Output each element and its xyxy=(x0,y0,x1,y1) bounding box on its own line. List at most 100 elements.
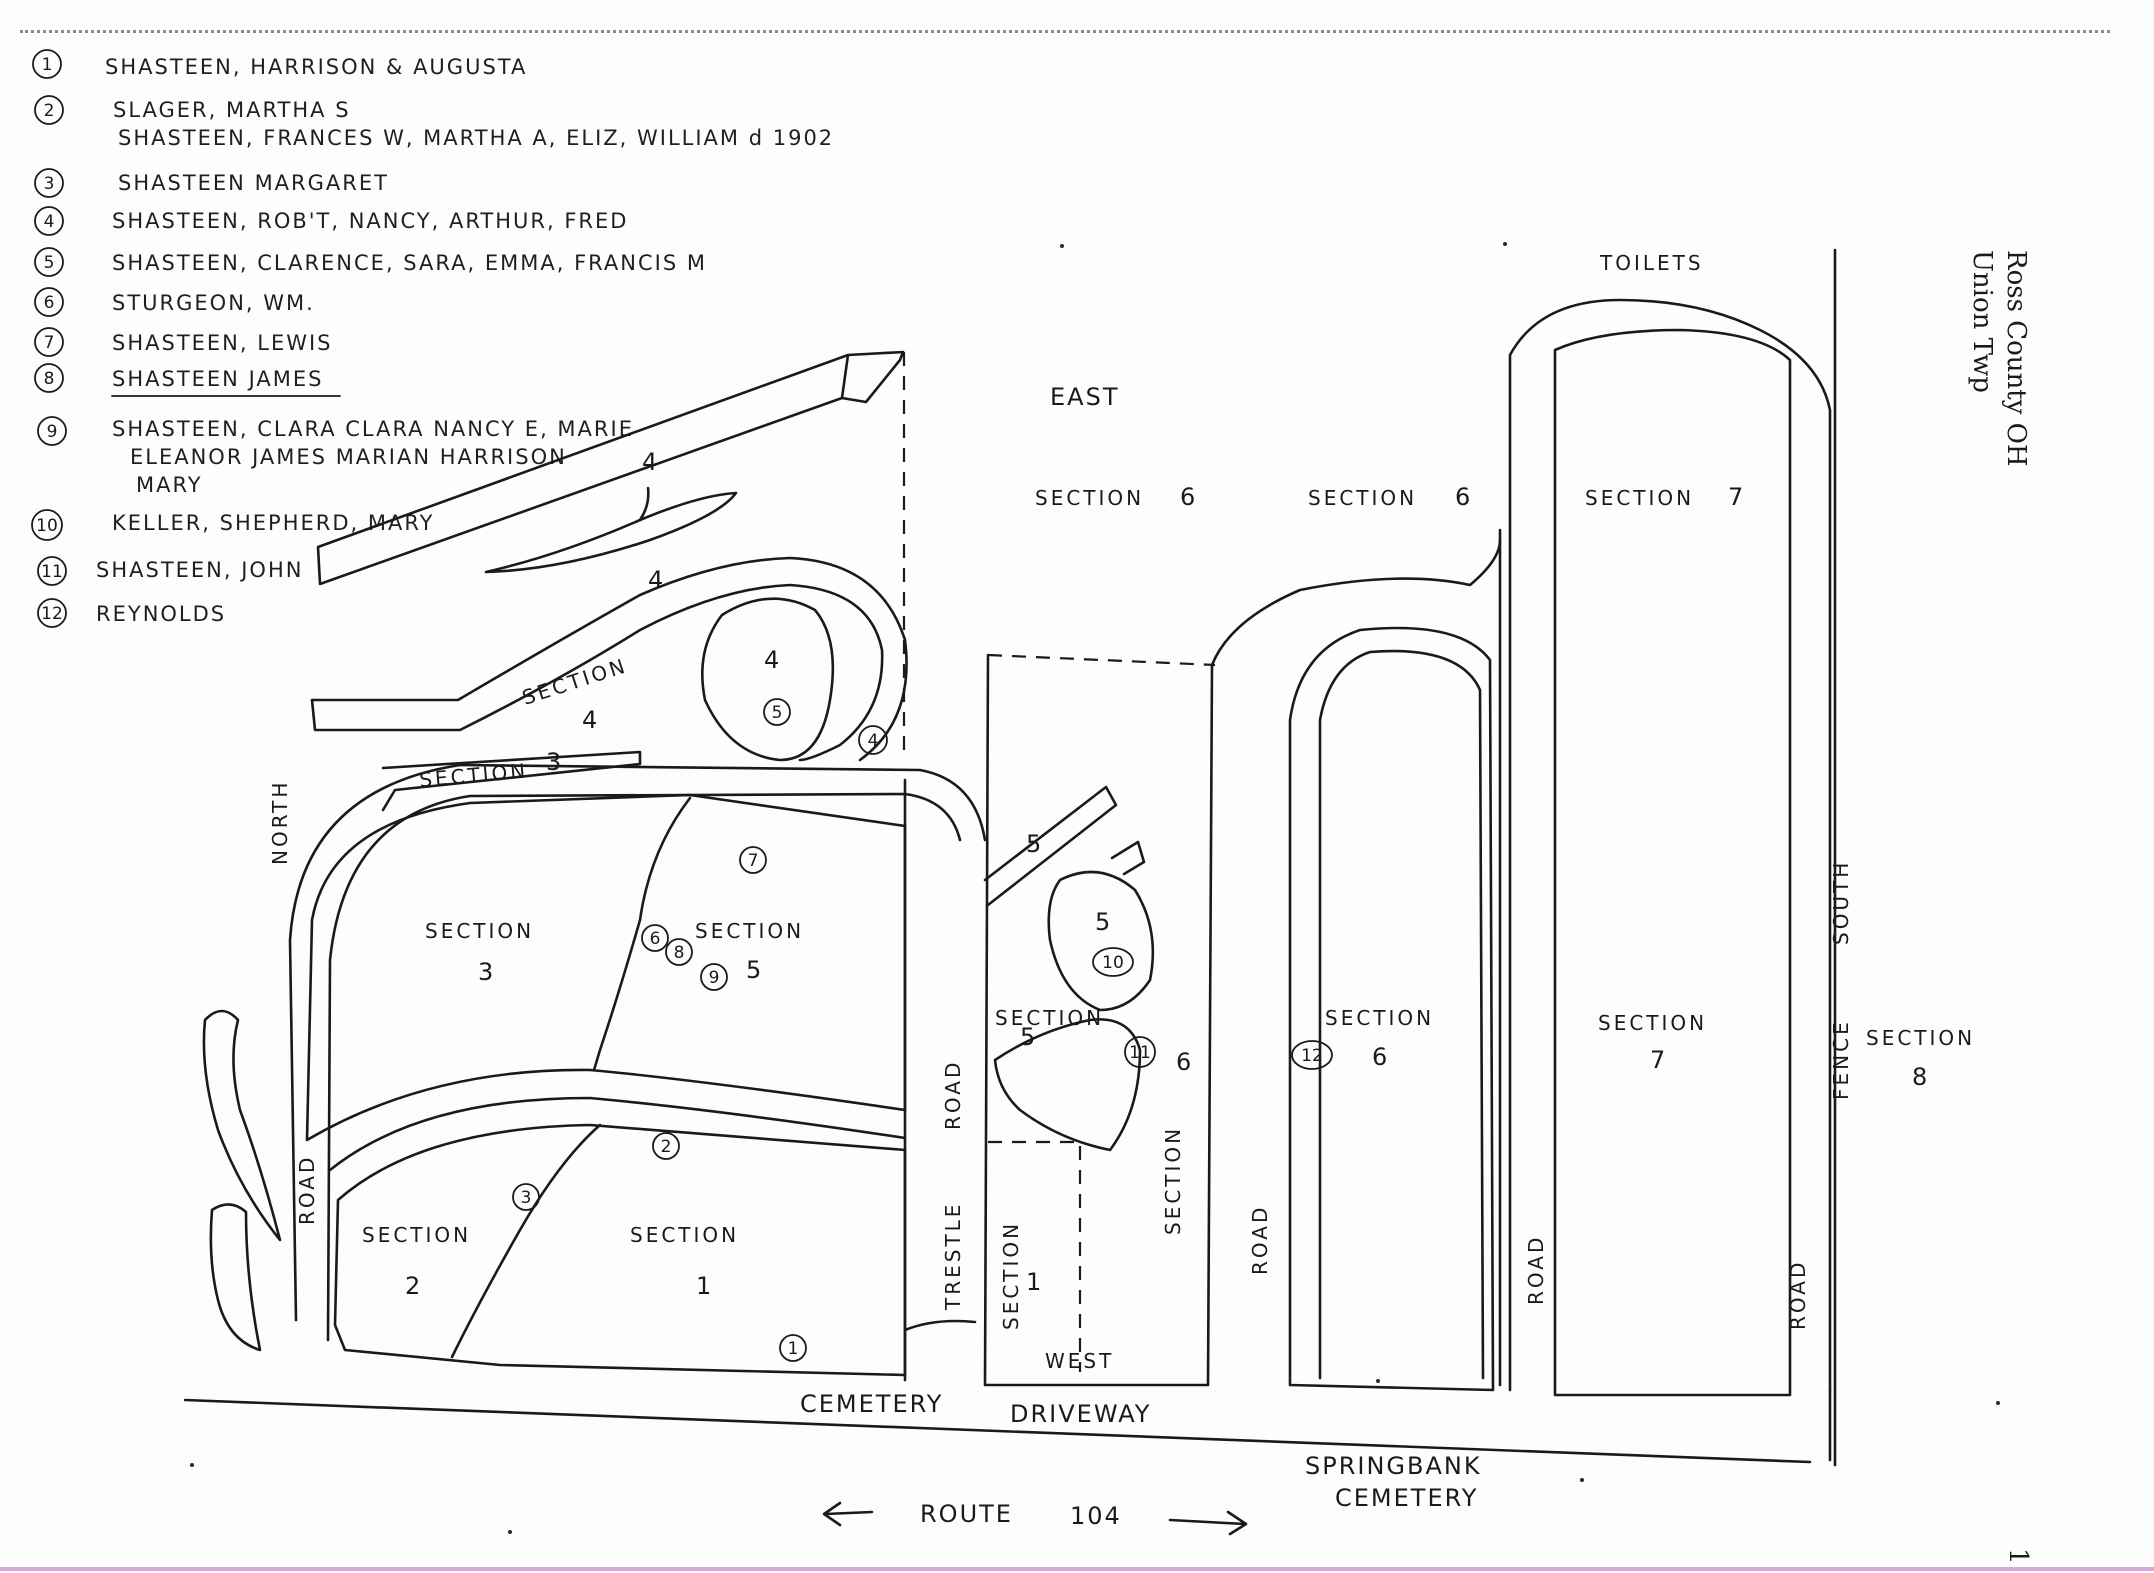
marker-5: 5 xyxy=(763,698,791,726)
lot-label-5a: 5 xyxy=(1026,830,1043,858)
label-section-3: SECTION xyxy=(425,919,534,943)
legend-num: 11 xyxy=(41,562,63,582)
label-section-4: SECTION xyxy=(519,653,630,710)
legend-line: STURGEON, WM. xyxy=(112,291,315,315)
label-section-5-mid: SECTION xyxy=(995,1006,1104,1030)
legend-num: 2 xyxy=(44,101,55,121)
svg-text:1: 1 xyxy=(788,1339,799,1359)
label-springbank: SPRINGBANK xyxy=(1305,1452,1482,1480)
svg-text:7: 7 xyxy=(748,851,759,871)
legend-num: 10 xyxy=(36,516,58,536)
lot-label-5b: 5 xyxy=(1095,908,1112,936)
marker-10: 10 xyxy=(1092,947,1134,977)
legend-entry-1: 1 SHASTEEN, HARRISON & AUGUSTA xyxy=(32,49,525,79)
marker-3: 3 xyxy=(512,1183,540,1211)
label-section-2-num: 2 xyxy=(405,1272,422,1300)
legend-num: 4 xyxy=(44,212,55,232)
svg-text:9: 9 xyxy=(709,968,720,988)
lot-label-4b: 4 xyxy=(648,566,665,594)
county-title: Ross County OH xyxy=(2001,250,2031,467)
label-section-5: SECTION xyxy=(695,919,804,943)
marker-1: 1 xyxy=(779,1334,807,1362)
label-road-right: ROAD xyxy=(1524,1235,1548,1305)
marker-6: 6 xyxy=(641,924,669,952)
sections-1-2-3-5 xyxy=(202,763,987,1382)
map-labels: EAST TOILETS NORTH WEST SOUTH FENCE ROAD… xyxy=(268,251,1972,1530)
svg-text:2: 2 xyxy=(661,1137,672,1157)
legend-entry-4: 4 SHASTEEN, ROB'T, NANCY, ARTHUR, FRED xyxy=(34,206,628,236)
label-section-1-vertical-num: 1 xyxy=(1026,1268,1043,1296)
legend-num: 7 xyxy=(44,333,55,353)
legend-num: 3 xyxy=(44,174,55,194)
legend-entry-6: 6 STURGEON, WM. xyxy=(34,287,315,317)
label-cemetery: CEMETERY xyxy=(800,1390,943,1418)
label-section-6-top-a-num: 6 xyxy=(1180,483,1197,511)
label-road-far: ROAD xyxy=(1786,1260,1810,1330)
label-section-6-num: 6 xyxy=(1372,1043,1389,1071)
label-section-7: SECTION xyxy=(1598,1011,1707,1035)
marker-12: 12 xyxy=(1291,1040,1333,1070)
legend-line: ELEANOR JAMES MARIAN HARRISON xyxy=(130,445,567,469)
legend-entry-3: 3 SHASTEEN MARGARET xyxy=(34,168,389,198)
label-toilets: TOILETS xyxy=(1599,251,1704,275)
svg-text:12: 12 xyxy=(1301,1046,1323,1066)
label-section-7-top-num: 7 xyxy=(1728,483,1745,511)
label-section-6-vertical-num: 6 xyxy=(1176,1048,1193,1076)
lot-label-4a: 4 xyxy=(642,448,659,476)
label-section-1: SECTION xyxy=(630,1223,739,1247)
scan-specks xyxy=(190,242,2000,1534)
label-section-8-num: 8 xyxy=(1912,1063,1929,1091)
legend-entry-8: 8 SHASTEEN JAMES xyxy=(34,363,341,397)
legend-entry-2: 2 SLAGER, MARTHA S SHASTEEN, FRANCES W, … xyxy=(34,95,834,150)
label-section-6-top-b: SECTION xyxy=(1308,486,1417,510)
legend-line: MARY xyxy=(136,473,203,497)
legend-entry-10: 10 KELLER, SHEPHERD, MARY xyxy=(31,509,434,541)
legend-num: 8 xyxy=(44,369,55,389)
label-section-7-top: SECTION xyxy=(1585,486,1694,510)
route-arrows xyxy=(822,1501,1248,1536)
legend-entry-9: 9 SHASTEEN, CLARA CLARA NANCY E, MARIE E… xyxy=(37,416,632,497)
legend-line: SHASTEEN, ROB'T, NANCY, ARTHUR, FRED xyxy=(112,209,628,233)
label-section-6-top-b-num: 6 xyxy=(1455,483,1472,511)
svg-text:3: 3 xyxy=(521,1188,532,1208)
legend-line: SHASTEEN MARGARET xyxy=(118,171,389,195)
legend-entry-5: 5 SHASTEEN, CLARENCE, SARA, EMMA, FRANCI… xyxy=(34,247,707,277)
legend-entry-7: 7 SHASTEEN, LEWIS xyxy=(34,327,333,357)
label-section-6-vertical: SECTION xyxy=(1161,1126,1185,1235)
svg-text:11: 11 xyxy=(1129,1043,1151,1063)
lot-label-4c: 4 xyxy=(764,646,781,674)
svg-text:8: 8 xyxy=(674,943,685,963)
legend-line: SHASTEEN, FRANCES W, MARTHA A, ELIZ, WIL… xyxy=(118,126,834,150)
legend-num: 5 xyxy=(44,253,55,273)
legend-line: SHASTEEN JAMES xyxy=(112,367,323,391)
scan-bottom-edge xyxy=(0,1567,2154,1571)
legend-line: SLAGER, MARTHA S xyxy=(113,98,351,122)
legend-num: 1 xyxy=(42,55,53,75)
legend-line: REYNOLDS xyxy=(96,602,226,626)
marker-7: 7 xyxy=(739,846,767,874)
label-section-4-num: 4 xyxy=(582,706,599,734)
label-section-7-num: 7 xyxy=(1650,1046,1667,1074)
svg-text:10: 10 xyxy=(1102,953,1124,973)
legend-num: 6 xyxy=(44,293,55,313)
legend-entry-12: 12 REYNOLDS xyxy=(37,598,226,628)
label-section-1-vertical: SECTION xyxy=(999,1221,1023,1330)
legend-line: KELLER, SHEPHERD, MARY xyxy=(112,511,434,535)
label-route-number: 104 xyxy=(1070,1502,1122,1530)
label-springbank-cemetery: CEMETERY xyxy=(1335,1484,1478,1512)
label-road-left: ROAD xyxy=(295,1155,319,1225)
label-section-2: SECTION xyxy=(362,1223,471,1247)
township-title: Union Twp xyxy=(1967,250,1997,393)
scan-top-edge xyxy=(20,30,2110,33)
label-section-1-num: 1 xyxy=(696,1272,713,1300)
section-7-arch xyxy=(1508,298,1832,1397)
marker-11: 11 xyxy=(1124,1036,1156,1068)
svg-text:4: 4 xyxy=(868,731,879,751)
section-6-arch xyxy=(1288,528,1502,1392)
burial-markers: 1 2 3 4 5 6 7 xyxy=(512,698,1333,1362)
marker-8: 8 xyxy=(665,938,693,966)
label-trestle: TRESTLE xyxy=(941,1202,965,1311)
legend-line: SHASTEEN, LEWIS xyxy=(112,331,333,355)
legend-line: SHASTEEN, CLARENCE, SARA, EMMA, FRANCIS … xyxy=(112,251,707,275)
page-number: 1 xyxy=(2003,1548,2033,1565)
